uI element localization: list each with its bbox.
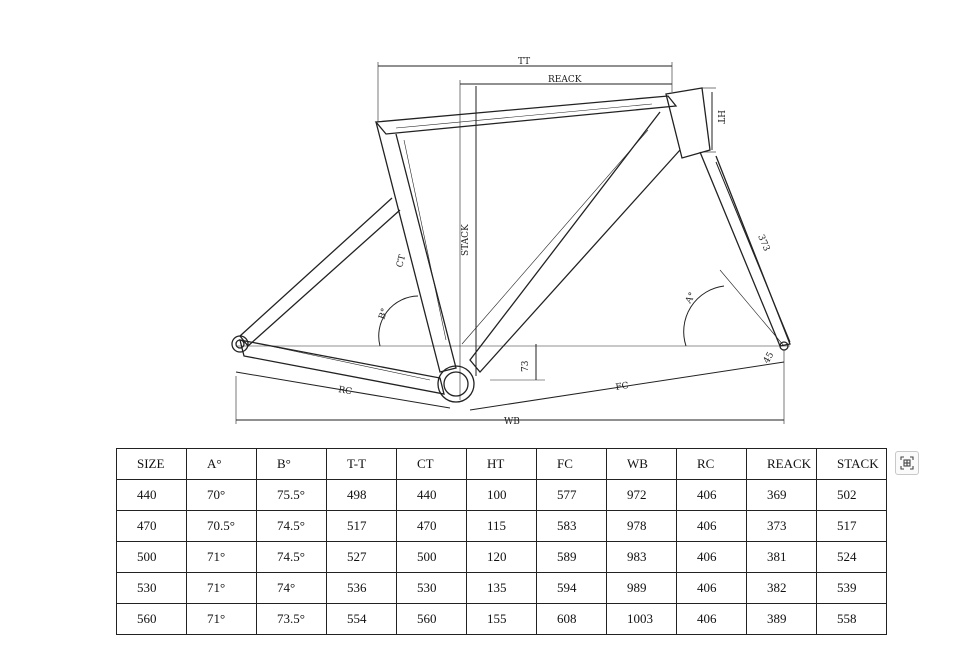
table-cell: 972	[606, 479, 677, 511]
table-cell: 406	[676, 603, 747, 635]
a-angle-label: A°	[683, 291, 698, 306]
table-cell: 517	[816, 510, 887, 542]
tt-label: TT	[518, 57, 530, 67]
rc-dimension	[235, 371, 451, 409]
wb-label: WB	[504, 417, 520, 427]
table-cell: 135	[466, 572, 537, 604]
table-cell: 470	[116, 510, 187, 542]
table-cell: 1003	[606, 603, 677, 635]
bb-drop-label: 73	[521, 360, 531, 372]
table-cell: 71°	[186, 603, 257, 635]
tt-dimension	[377, 62, 673, 122]
table-header-cell: FC	[536, 448, 607, 480]
table-cell: 70.5°	[186, 510, 257, 542]
fork-length-label: 373	[755, 233, 771, 253]
table-header-cell: STACK	[816, 448, 887, 480]
table-cell: 389	[746, 603, 817, 635]
table-cell: 608	[536, 603, 607, 635]
table-cell: 583	[536, 510, 607, 542]
table-cell: 560	[396, 603, 467, 635]
table-cell: 989	[606, 572, 677, 604]
table-cell: 73.5°	[256, 603, 327, 635]
table-cell: 373	[746, 510, 817, 542]
table-cell: 440	[396, 479, 467, 511]
table-cell: 577	[536, 479, 607, 511]
table-cell: 382	[746, 572, 817, 604]
table-cell: 406	[676, 541, 747, 573]
table-cell: 75.5°	[256, 479, 327, 511]
table-cell: 406	[676, 572, 747, 604]
table-cell: 74.5°	[256, 510, 327, 542]
table-header-cell: HT	[466, 448, 537, 480]
table-header-cell: A°	[186, 448, 257, 480]
table-cell: 539	[816, 572, 887, 604]
table-header-cell: SIZE	[116, 448, 187, 480]
b-angle-label: B°	[377, 307, 390, 321]
table-cell: 530	[396, 572, 467, 604]
table-cell: 70°	[186, 479, 257, 511]
table-cell: 500	[116, 541, 187, 573]
table-header-cell: RC	[676, 448, 747, 480]
table-cell: 74.5°	[256, 541, 327, 573]
table-cell: 527	[326, 541, 397, 573]
table-cell: 589	[536, 541, 607, 573]
table-cell: 71°	[186, 572, 257, 604]
table-cell: 530	[116, 572, 187, 604]
rc-label: RC	[337, 385, 352, 397]
table-cell: 560	[116, 603, 187, 635]
bike-frame-diagram: TT REACK HT STACK CT 373 B° A° RC FC WB …	[231, 57, 791, 427]
table-cell: 381	[746, 541, 817, 573]
table-cell: 558	[816, 603, 887, 635]
table-cell: 983	[606, 541, 677, 573]
table-header-cell: WB	[606, 448, 677, 480]
table-cell: 500	[396, 541, 467, 573]
table-cell: 524	[816, 541, 887, 573]
table-cell: 155	[466, 603, 537, 635]
b-angle-arc	[378, 295, 419, 347]
table-cell: 517	[326, 510, 397, 542]
ct-label: CT	[395, 254, 408, 269]
table-cell: 100	[466, 479, 537, 511]
fc-label: FC	[615, 381, 630, 393]
table-cell: 369	[746, 479, 817, 511]
wb-dimension	[235, 350, 785, 424]
table-cell: 594	[536, 572, 607, 604]
table-cell: 71°	[186, 541, 257, 573]
table-cell: 406	[676, 510, 747, 542]
frame	[231, 87, 791, 403]
qr-scan-icon	[900, 456, 914, 470]
table-cell: 554	[326, 603, 397, 635]
table-header-cell: B°	[256, 448, 327, 480]
a-angle-arc	[683, 285, 725, 347]
fc-dimension	[469, 361, 785, 411]
table-cell: 470	[396, 510, 467, 542]
reach-label: REACK	[548, 75, 582, 85]
reach-dimension	[459, 80, 672, 400]
bb-drop-dimension	[490, 344, 545, 381]
table-cell: 115	[466, 510, 537, 542]
qr-scan-button[interactable]	[895, 451, 919, 475]
table-cell: 120	[466, 541, 537, 573]
stack-label: STACK	[461, 224, 471, 256]
table-header-cell: REACK	[746, 448, 817, 480]
table-cell: 978	[606, 510, 677, 542]
table-header-cell: T-T	[326, 448, 397, 480]
table-cell: 406	[676, 479, 747, 511]
table-cell: 502	[816, 479, 887, 511]
ht-label: HT	[715, 110, 725, 124]
table-header-cell: CT	[396, 448, 467, 480]
table-cell: 440	[116, 479, 187, 511]
table-cell: 74°	[256, 572, 327, 604]
table-cell: 498	[326, 479, 397, 511]
table-cell: 536	[326, 572, 397, 604]
